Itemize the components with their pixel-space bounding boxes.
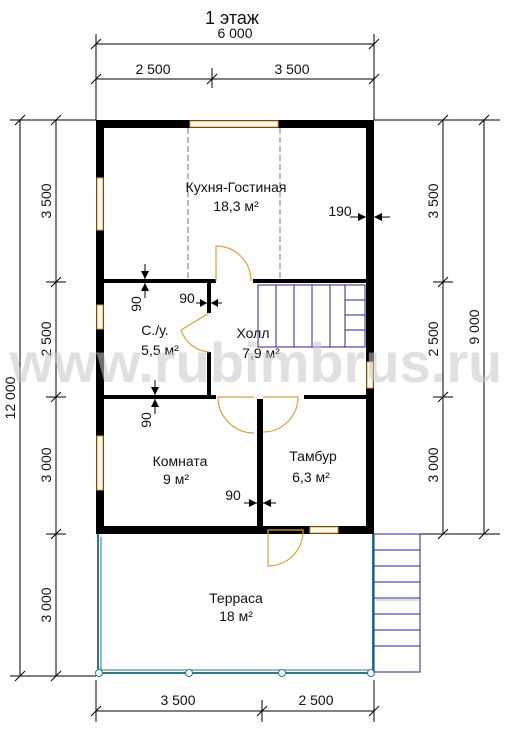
mark-90-c: 90 (138, 412, 154, 428)
window-hall-right (366, 361, 374, 389)
top-dimensions: 6 000 2 500 3 500 (90, 25, 380, 120)
room-terrace-name: Терраса (209, 590, 263, 606)
dim-top-right: 3 500 (274, 61, 309, 77)
mark-90-a: 90 (128, 296, 144, 312)
door-room (217, 396, 255, 434)
left-dimensions: 12 000 3 500 2 500 3 000 3 000 (2, 114, 96, 682)
doors (180, 245, 304, 567)
dim-right-2: 2 500 (425, 321, 441, 356)
dim-left-4: 3 000 (38, 587, 54, 622)
dim-left-1: 3 500 (38, 183, 54, 218)
windows (96, 120, 374, 534)
room-bathroom: С./у. 5,5 м² (141, 322, 179, 358)
door-entrance (267, 529, 304, 567)
watermark: www.rubimbrus.ru (9, 331, 503, 394)
room-kitchen-name: Кухня-Гостиная (186, 179, 287, 195)
dim-bottom-right: 2 500 (298, 692, 333, 708)
dim-right-3: 3 000 (425, 447, 441, 482)
dim-left-3: 3 000 (38, 447, 54, 482)
room-bathroom-name: С./у. (141, 322, 168, 338)
window-bath-left (96, 304, 104, 330)
room-terrace-area: 18 м² (219, 608, 253, 624)
plan-title: 1 этаж (205, 8, 259, 28)
terrace (95, 534, 375, 677)
wall-thickness-marks: 190 90 90 90 90 (128, 203, 390, 507)
room-kitchen-living: Кухня-Гостиная 18,3 м² (186, 179, 287, 214)
room-bathroom-area: 5,5 м² (141, 342, 179, 358)
room-terrace: Терраса 18 м² (209, 590, 263, 624)
window-kitchen-left (96, 177, 104, 231)
room-hall: Холл 7,9 м² (237, 325, 281, 361)
window-vestibule-bottom (309, 526, 339, 534)
dim-right-total: 9 000 (466, 309, 482, 344)
interior-walls (104, 279, 366, 526)
porch-steps (373, 533, 422, 673)
room-vestibule-area: 6,3 м² (292, 469, 330, 485)
door-vestibule (262, 396, 299, 433)
room-hall-name: Холл (237, 325, 270, 341)
room-bedroom-name: Комната (153, 453, 208, 469)
window-top (189, 120, 279, 128)
right-dimensions: 3 500 2 500 3 000 9 000 (374, 114, 500, 540)
room-kitchen-area: 18,3 м² (213, 198, 259, 214)
door-bathroom (180, 312, 210, 353)
room-vestibule: Тамбур 6,3 м² (289, 448, 337, 485)
mark-190: 190 (328, 203, 352, 219)
room-vestibule-name: Тамбур (289, 448, 337, 464)
room-hall-area: 7,9 м² (242, 345, 280, 361)
mark-90-b: 90 (179, 290, 195, 306)
dim-bottom-left: 3 500 (160, 692, 195, 708)
door-kitchen (215, 245, 252, 282)
staircase (257, 284, 366, 348)
room-bedroom-area: 9 м² (163, 471, 189, 487)
dim-right-1: 3 500 (425, 183, 441, 218)
dim-left-2: 2 500 (38, 321, 54, 356)
window-room-left (96, 435, 104, 491)
mark-90-d: 90 (225, 487, 241, 503)
dim-left-total: 12 000 (2, 376, 18, 419)
dim-top-total: 6 000 (217, 25, 252, 41)
room-bedroom: Комната 9 м² (153, 453, 208, 487)
bottom-dimensions: 3 500 2 500 (90, 680, 380, 722)
dim-top-left: 2 500 (135, 61, 170, 77)
